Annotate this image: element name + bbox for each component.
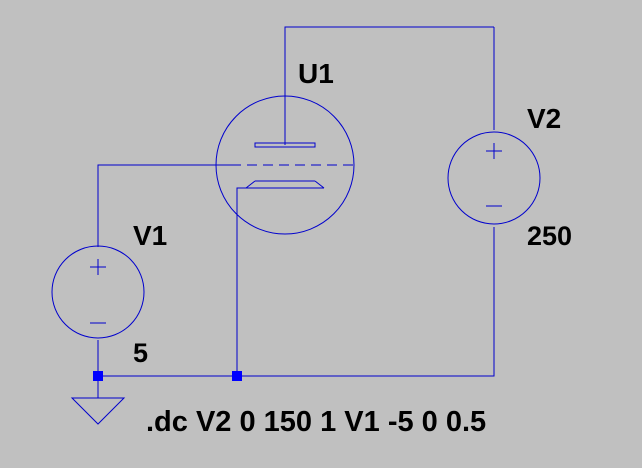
v1-ref-label[interactable]: V1 xyxy=(133,220,168,251)
junction-cathode xyxy=(232,371,242,381)
tube-ref-label[interactable]: U1 xyxy=(298,58,334,89)
triode-plate xyxy=(254,142,316,148)
cathode-right xyxy=(314,180,325,189)
v1-symbol[interactable] xyxy=(51,245,145,339)
cathode-left xyxy=(245,180,256,189)
wire-plate xyxy=(284,26,494,98)
v2-value-label[interactable]: 250 xyxy=(527,221,573,251)
v1-value-label[interactable]: 5 xyxy=(133,338,149,368)
junction-ground xyxy=(93,371,103,381)
ground-icon[interactable] xyxy=(70,397,126,425)
v2-symbol[interactable] xyxy=(447,131,541,225)
wire-cathode xyxy=(236,187,246,376)
v2-circle xyxy=(447,131,541,225)
spice-directive[interactable]: .dc V2 0 150 1 V1 -5 0 0.5 xyxy=(146,406,487,438)
v2-ref-label[interactable]: V2 xyxy=(527,103,562,134)
triode-symbol[interactable] xyxy=(215,95,355,235)
wire-ground-bus xyxy=(98,227,495,377)
wires xyxy=(97,26,495,398)
wire-grid xyxy=(97,164,232,245)
